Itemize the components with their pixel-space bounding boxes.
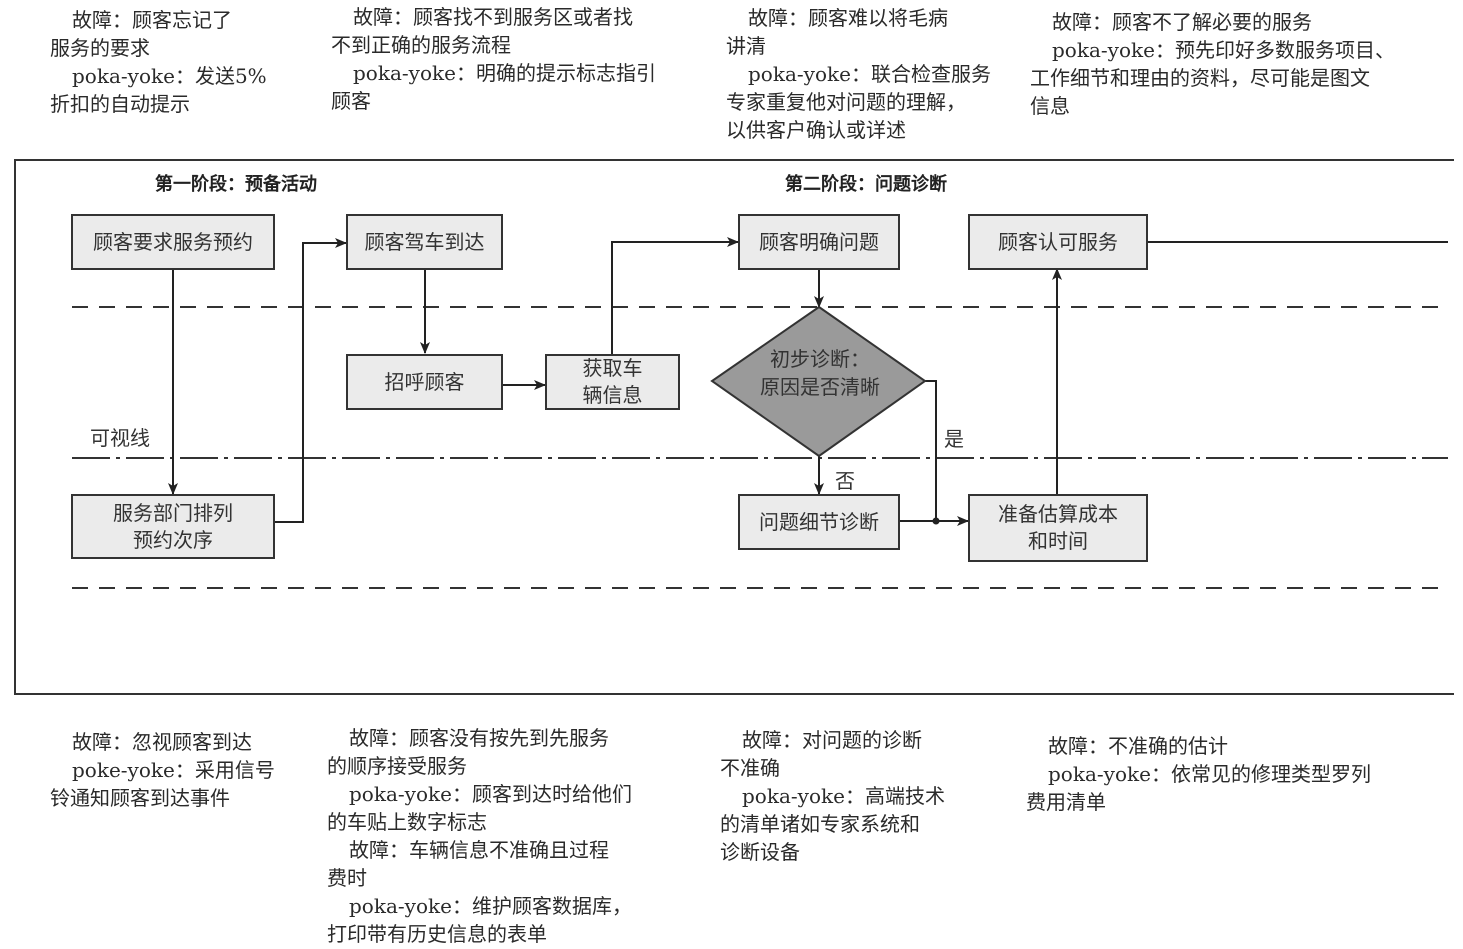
node-schedule-appointment[interactable]: 服务部门排列 预约次序 — [71, 494, 275, 559]
note-line: 以供客户确认或详述 — [726, 118, 906, 142]
note-line: 费时 — [327, 866, 367, 890]
note-line: 顾客 — [331, 89, 371, 113]
edge-label-yes: 是 — [944, 427, 964, 451]
note-bottom-3: 故障：对问题的诊断 不准确 poka-yoke：高端技术 的清单诸如专家系统和 … — [720, 726, 980, 866]
note-line: 诊断设备 — [720, 840, 800, 864]
note-line: 故障：忽视顾客到达 — [72, 730, 252, 754]
note-line: 故障：不准确的估计 — [1048, 734, 1228, 758]
node-label: 问题细节诊断 — [759, 509, 879, 534]
node-label: 顾客认可服务 — [998, 229, 1118, 254]
node-label: 服务部门排列 预约次序 — [113, 500, 233, 552]
node-specify-problem[interactable]: 顾客明确问题 — [738, 214, 900, 270]
note-line: 讲清 — [726, 34, 766, 58]
note-line: poka-yoke：维护顾客数据库， — [349, 894, 632, 918]
note-bottom-2: 故障：顾客没有按先到先服务 的顺序接受服务 poka-yoke：顾客到达时给他们… — [327, 724, 687, 948]
note-line: 故障：顾客找不到服务区或者找 — [353, 5, 633, 29]
note-line: 故障：对问题的诊断 — [742, 728, 922, 752]
junction-dot — [932, 517, 940, 525]
note-line: poka-yoke：顾客到达时给他们 — [349, 782, 632, 806]
note-line: poka-yoke：高端技术 — [742, 784, 945, 808]
node-label: 顾客明确问题 — [759, 229, 879, 254]
node-label: 顾客驾车到达 — [364, 229, 485, 254]
edge-diamond-to-estimate — [925, 380, 937, 521]
node-label: 准备估算成本 和时间 — [998, 502, 1118, 553]
phase-2-title: 第二阶段：问题诊断 — [785, 174, 947, 195]
note-top-3: 故障：顾客难以将毛病 讲清 poka-yoke：联合检查服务 专家重复他对问题的… — [726, 4, 1026, 144]
node-approve-service[interactable]: 顾客认可服务 — [968, 214, 1148, 270]
node-get-vehicle-info[interactable]: 获取车 辆信息 — [545, 354, 680, 410]
node-drive-arrive[interactable]: 顾客驾车到达 — [346, 214, 503, 270]
note-line: 不到正确的服务流程 — [331, 33, 511, 57]
node-label: 获取车 辆信息 — [582, 356, 643, 407]
note-line: poka-yoke：预先印好多数服务项目、 — [1052, 38, 1395, 62]
node-label: 招呼顾客 — [384, 369, 465, 394]
diamond-initial-diagnosis — [710, 305, 927, 458]
node-greet-customer[interactable]: 招呼顾客 — [346, 354, 503, 410]
note-top-4: 故障：顾客不了解必要的服务 poka-yoke：预先印好多数服务项目、 工作细节… — [1030, 8, 1460, 120]
note-line: 的车贴上数字标志 — [327, 810, 487, 834]
note-top-1: 故障：顾客忘记了 服务的要求 poka-yoke：发送5% 折扣的自动提示 — [50, 6, 300, 118]
note-bottom-1: 故障：忽视顾客到达 poke-yoke：采用信号 铃通知顾客到达事件 — [50, 728, 310, 812]
note-line: 的清单诸如专家系统和 — [720, 812, 920, 836]
edge-schedule-to-arrive — [275, 238, 347, 523]
edge-label-no: 否 — [835, 469, 855, 493]
note-line: 铃通知顾客到达事件 — [50, 786, 230, 810]
note-line: 费用清单 — [1026, 790, 1106, 814]
note-line: 专家重复他对问题的理解， — [726, 90, 966, 114]
node-prepare-estimate[interactable]: 准备估算成本 和时间 — [968, 494, 1148, 562]
edge-vehicle-to-specify — [611, 237, 739, 354]
node-detail-diagnosis[interactable]: 问题细节诊断 — [738, 494, 900, 550]
blueprint-frame — [14, 159, 1454, 695]
note-line: poka-yoke：依常见的修理类型罗列 — [1048, 762, 1371, 786]
note-line: 故障：顾客忘记了 — [72, 8, 232, 32]
note-line: 故障：顾客难以将毛病 — [748, 6, 948, 30]
note-line: poka-yoke：发送5% — [72, 64, 267, 88]
note-top-2: 故障：顾客找不到服务区或者找 不到正确的服务流程 poka-yoke：明确的提示… — [331, 3, 711, 115]
node-request-appointment[interactable]: 顾客要求服务预约 — [71, 214, 275, 270]
note-line: poke-yoke：采用信号 — [72, 758, 275, 782]
note-line: 打印带有历史信息的表单 — [327, 922, 547, 946]
note-line: 的顺序接受服务 — [327, 754, 467, 778]
note-bottom-4: 故障：不准确的估计 poka-yoke：依常见的修理类型罗列 费用清单 — [1026, 732, 1426, 816]
diamond-initial-diagnosis-label: 初步诊断： 原因是否清晰 — [760, 347, 880, 399]
note-line: 故障：顾客没有按先到先服务 — [349, 726, 609, 750]
note-line: 不准确 — [720, 756, 780, 780]
note-line: 信息 — [1030, 94, 1070, 118]
note-line: 折扣的自动提示 — [50, 92, 190, 116]
note-line: poka-yoke：联合检查服务 — [748, 62, 991, 86]
note-line: 服务的要求 — [50, 36, 150, 60]
visibility-line-label: 可视线 — [90, 426, 150, 450]
node-label: 顾客要求服务预约 — [93, 229, 253, 254]
note-line: 故障：车辆信息不准确且过程 — [349, 838, 609, 862]
note-line: 故障：顾客不了解必要的服务 — [1052, 10, 1312, 34]
phase-1-title: 第一阶段：预备活动 — [155, 174, 317, 195]
note-line: poka-yoke：明确的提示标志指引 — [353, 61, 656, 85]
note-line: 工作细节和理由的资料，尽可能是图文 — [1030, 66, 1370, 90]
